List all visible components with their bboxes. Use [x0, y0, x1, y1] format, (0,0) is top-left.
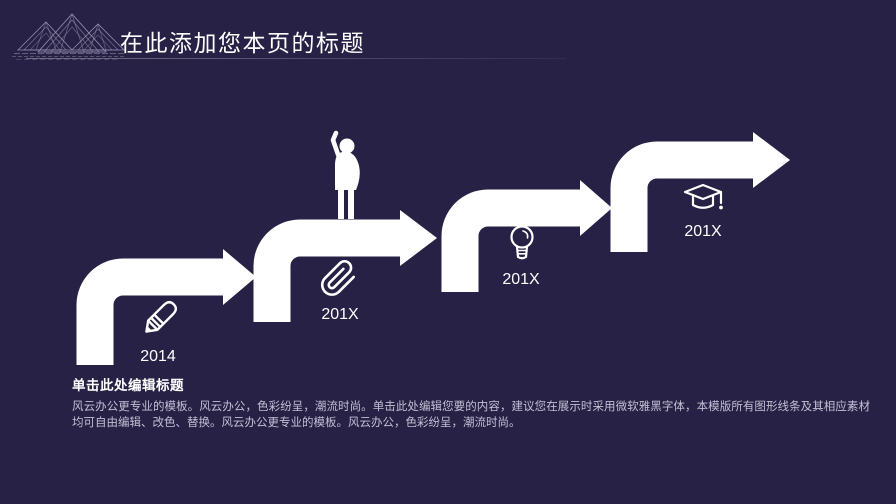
body-text: 风云办公更专业的模板。风云办公，色彩纷呈，潮流时尚。单击此处编辑您要的内容，建议… [72, 401, 870, 429]
title-underline [26, 58, 566, 59]
paperclip-icon [320, 260, 356, 296]
milestone-label-4: 201X [684, 223, 722, 240]
flow-arrow-3 [441, 180, 612, 292]
pencil-icon [145, 301, 177, 333]
arrowhead-4 [753, 132, 790, 188]
milestone-label-1: 2014 [140, 348, 176, 365]
milestone-label-2: 201X [321, 306, 359, 323]
arrowhead-1 [223, 249, 256, 305]
arrowhead-3 [580, 180, 612, 236]
flow-arrow-1 [76, 249, 256, 365]
person-figure [330, 130, 360, 219]
arrowhead-2 [400, 210, 437, 266]
flow-arrow-4 [610, 132, 790, 252]
milestone-label-3: 201X [502, 271, 540, 288]
body-heading: 单击此处编辑标题 [72, 378, 184, 393]
graduation-cap-icon [683, 183, 723, 210]
mountains-logo-icon [12, 13, 126, 60]
flow-arrow-2 [253, 210, 437, 322]
page-title: 在此添加您本页的标题 [120, 31, 365, 56]
lightbulb-icon [510, 225, 534, 260]
